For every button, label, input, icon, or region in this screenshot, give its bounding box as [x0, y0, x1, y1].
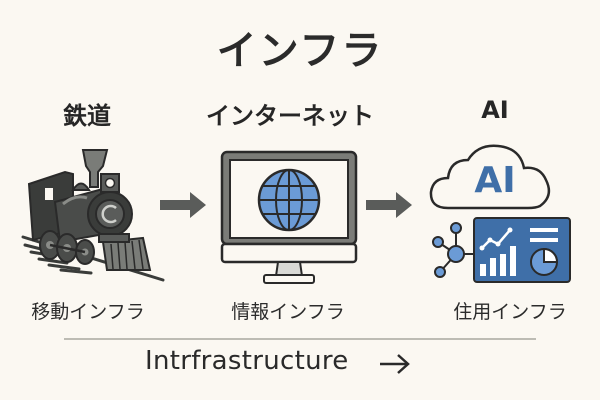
page-title: インフラ: [216, 28, 384, 74]
heading-ai: AI: [481, 96, 509, 124]
globe-icon: [257, 168, 321, 232]
caption-internet: 情報インフラ: [231, 301, 345, 323]
ai-cloud-icon: [428, 140, 558, 215]
ai-dashboard-icon: [428, 214, 573, 284]
ai-cloud-label: AI: [474, 160, 516, 201]
heading-railway: 鉄道: [63, 102, 111, 130]
divider: [64, 338, 536, 340]
caption-railway: 移動インフラ: [31, 301, 145, 323]
caption-ai: 住用インフラ: [453, 301, 567, 323]
arrow-right-icon: [158, 191, 208, 219]
arrow-right-icon: [364, 191, 414, 219]
footer-arrow-icon: [378, 352, 412, 376]
steam-locomotive-icon: [15, 142, 170, 287]
computer-globe-icon: [218, 148, 360, 288]
heading-internet: インターネット: [206, 102, 374, 130]
footer-label: Intrfrastructure: [145, 346, 349, 376]
network-nodes-icon: [432, 222, 474, 278]
